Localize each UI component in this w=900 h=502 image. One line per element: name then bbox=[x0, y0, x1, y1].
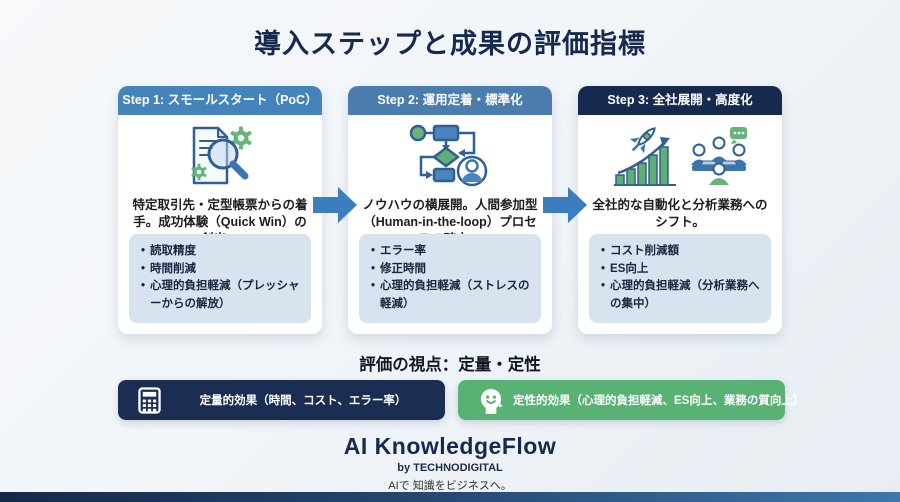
bottom-accent-bar bbox=[0, 492, 900, 502]
metric-item: 時間削減 bbox=[139, 261, 302, 279]
quantitative-effect-label: 定量的効果（時間、コスト、エラー率） bbox=[199, 395, 407, 407]
step-3-header: Step 3: 全社展開・高度化 bbox=[578, 86, 782, 115]
workflow-human-in-the-loop-icon bbox=[348, 115, 552, 191]
brand-byline: by TECHNODIGITAL bbox=[397, 462, 503, 474]
step-2-metrics-box: エラー率 修正時間 心理的負担軽減（ストレスの軽減） bbox=[359, 233, 541, 323]
head-smile-icon bbox=[478, 387, 505, 414]
metric-item: ES向上 bbox=[599, 261, 762, 279]
quantitative-effect-badge: 定量的効果（時間、コスト、エラー率） bbox=[118, 380, 445, 420]
rocket-growth-and-team-icon bbox=[578, 115, 782, 191]
step-card-3: Step 3: 全社展開・高度化 bbox=[578, 86, 782, 334]
document-search-gears-icon bbox=[118, 115, 322, 191]
page-title: 導入ステップと成果の評価指標 bbox=[254, 29, 646, 59]
step-card-1: Step 1: スモールスタート（PoC） bbox=[118, 86, 322, 334]
metric-item: 読取精度 bbox=[139, 243, 302, 261]
step-card-2: Step 2: 運用定着・標準化 ノウハウの横展開。人間参加型（Human-in… bbox=[348, 86, 552, 334]
arrow-right-icon bbox=[313, 187, 357, 223]
metric-item: 心理的負担軽減（プレッシャーからの解放） bbox=[139, 278, 302, 314]
step-1-header: Step 1: スモールスタート（PoC） bbox=[118, 86, 322, 115]
qualitative-effect-badge: 定性的効果（心理的負担軽減、ES向上、業務の質向上） bbox=[458, 380, 804, 420]
arrow-right-icon bbox=[543, 187, 587, 223]
evaluation-heading: 評価の視点：定量・定性 bbox=[359, 356, 541, 374]
metric-item: 心理的負担軽減（分析業務への集中） bbox=[599, 278, 762, 314]
qualitative-effect-label: 定性的効果（心理的負担軽減、ES向上、業務の質向上） bbox=[513, 395, 805, 407]
step-3-metrics-box: コスト削減額 ES向上 心理的負担軽減（分析業務への集中） bbox=[589, 233, 771, 323]
calculator-icon bbox=[138, 386, 161, 414]
step-3-description: 全社的な自動化と分析業務へのシフト。 bbox=[592, 198, 768, 229]
brand-tagline: AIで 知識をビジネスへ。 bbox=[388, 480, 512, 492]
metric-item: コスト削減額 bbox=[599, 243, 762, 261]
metric-item: エラー率 bbox=[369, 243, 532, 261]
brand-logo-text: AI KnowledgeFlow bbox=[343, 433, 557, 459]
metric-item: 修正時間 bbox=[369, 261, 532, 279]
step-2-header: Step 2: 運用定着・標準化 bbox=[348, 86, 552, 115]
metric-item: 心理的負担軽減（ストレスの軽減） bbox=[369, 278, 532, 314]
step-1-metrics-box: 読取精度 時間削減 心理的負担軽減（プレッシャーからの解放） bbox=[129, 233, 311, 323]
